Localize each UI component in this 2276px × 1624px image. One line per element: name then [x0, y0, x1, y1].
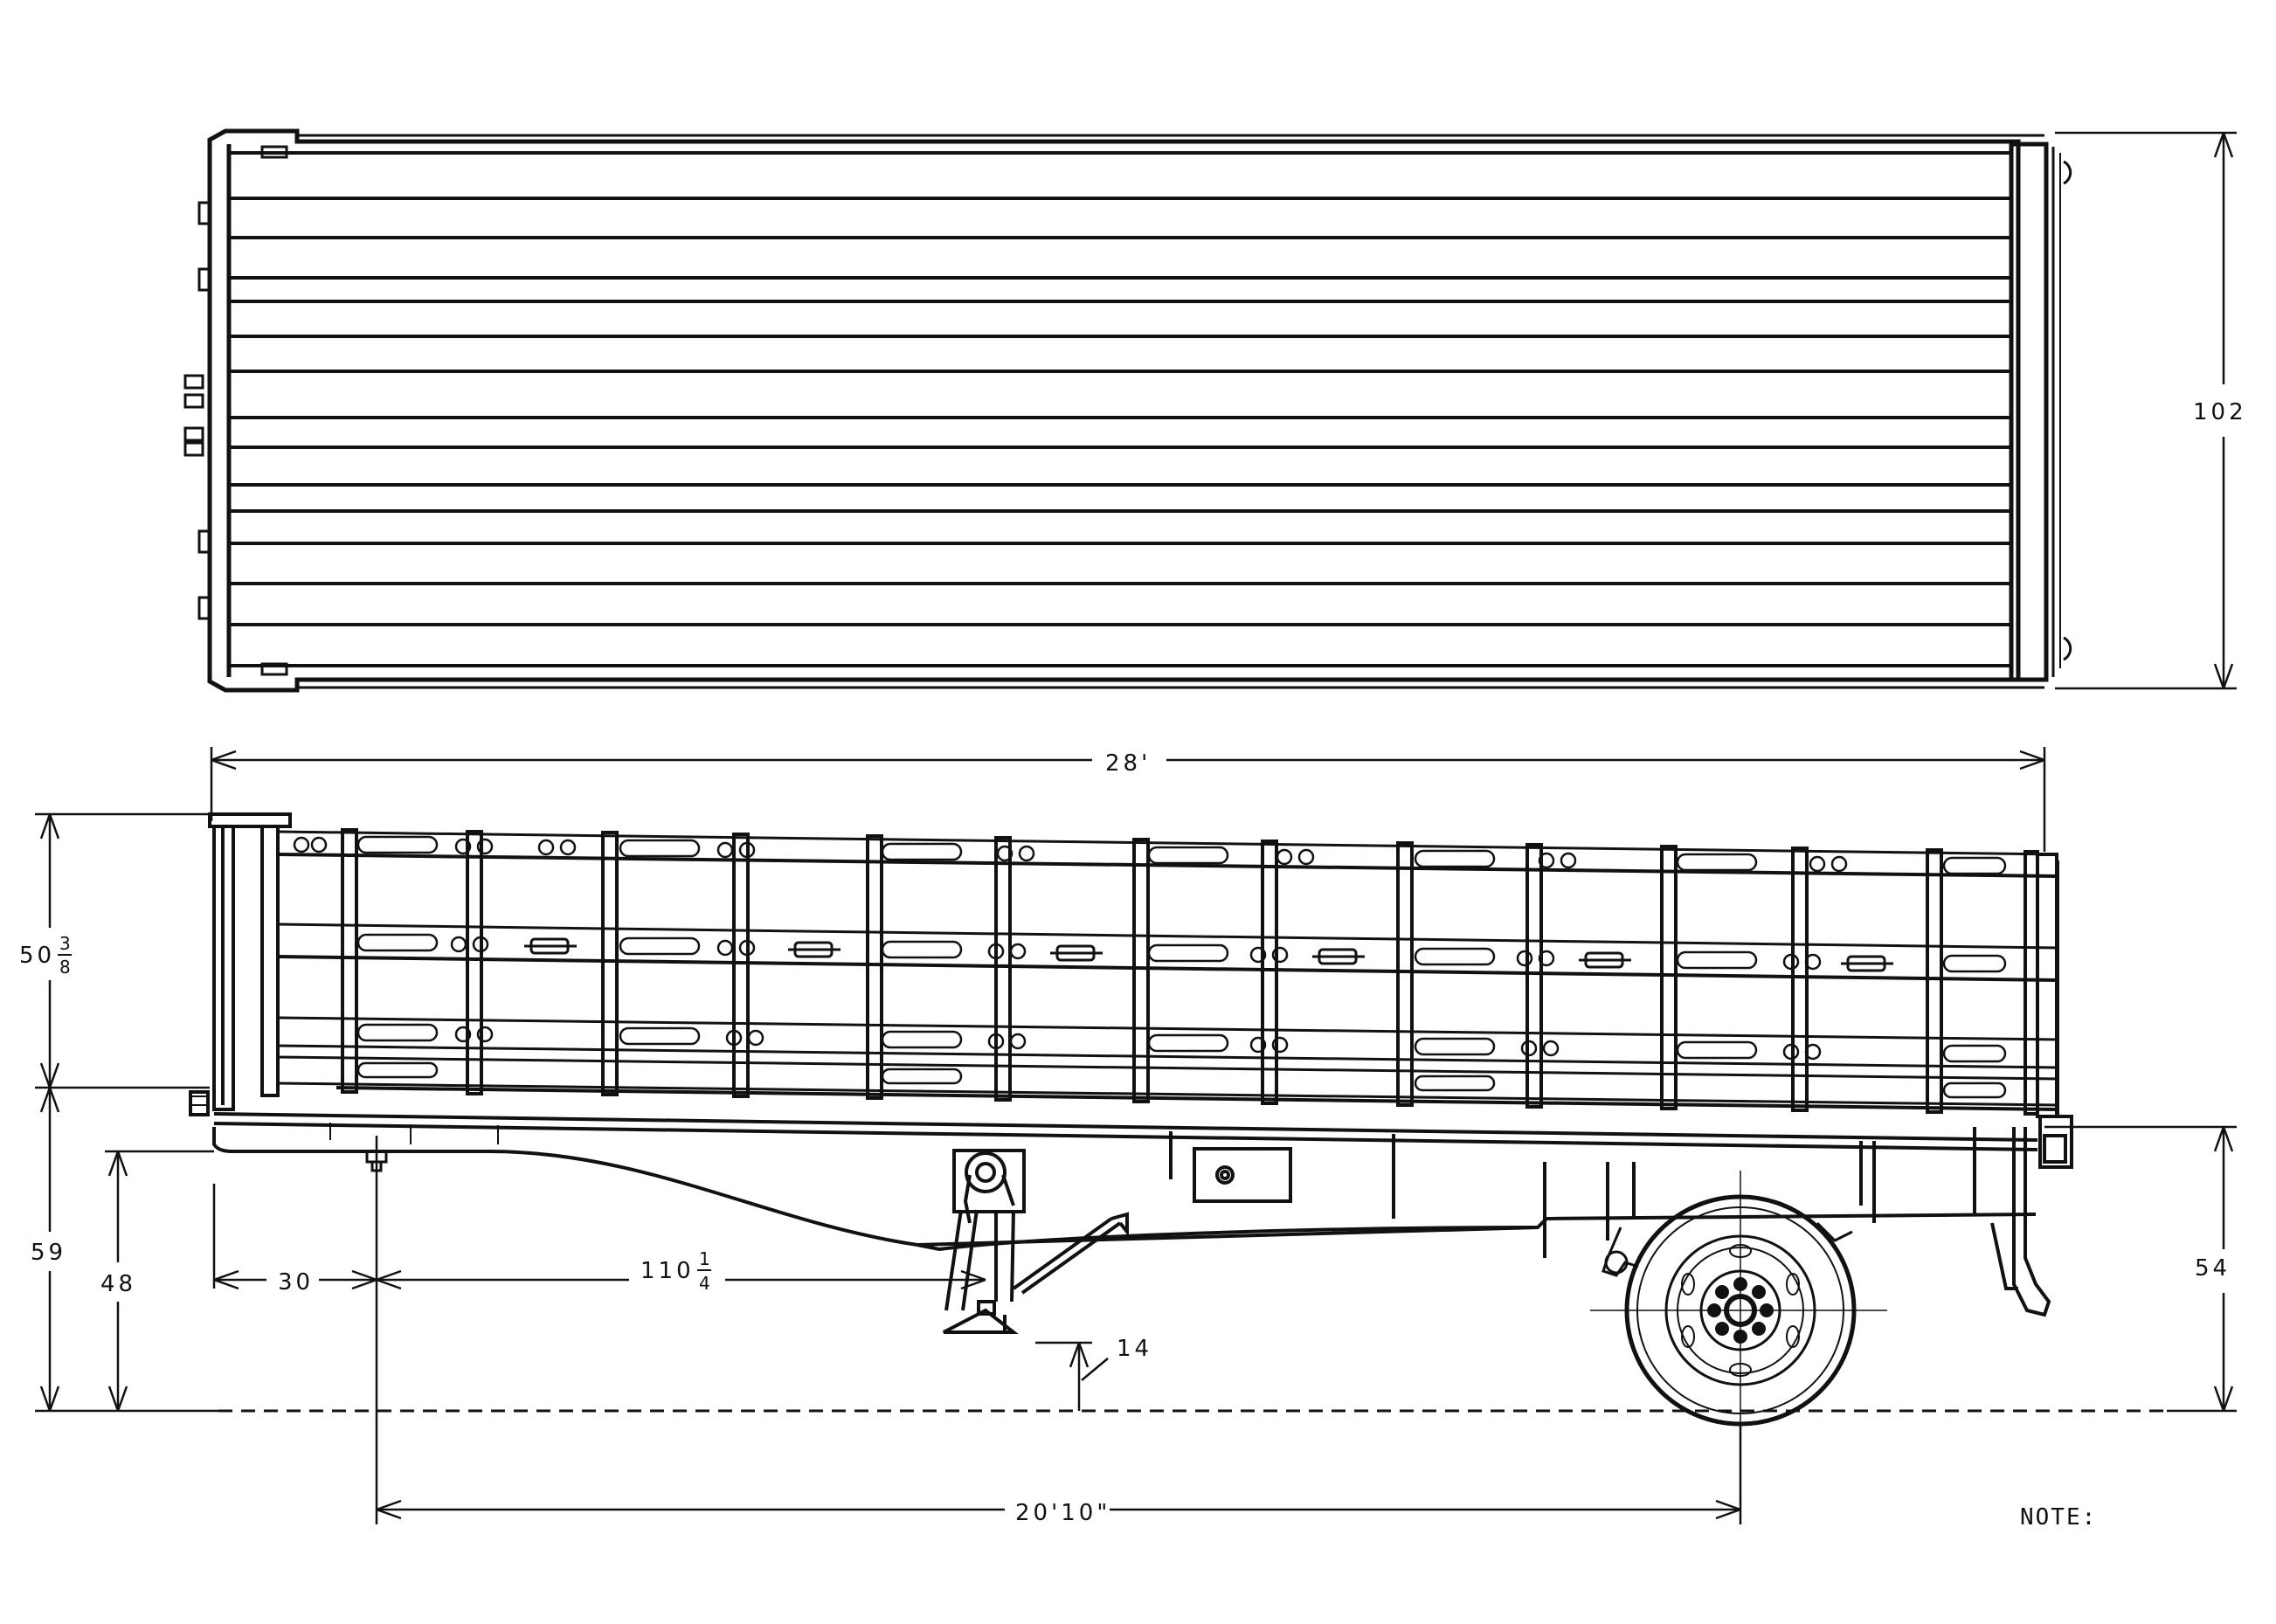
main-frame	[212, 1112, 2038, 1258]
wheel-assembly	[1590, 1171, 1887, 1450]
kingpin-to-axle-label: 20'10"	[1015, 1500, 1110, 1526]
vertical-stakes	[341, 828, 2039, 1116]
landing-gear	[943, 1149, 1129, 1334]
side-dimension-lines	[35, 812, 2237, 1524]
length-label: 28'	[1105, 750, 1151, 777]
front-brackets	[183, 145, 288, 676]
rear-deck-height-label: 54	[2195, 1255, 2231, 1282]
rack-height-fraction-numerator: 3	[59, 933, 71, 954]
front-deck-height-label: 59	[31, 1240, 66, 1266]
rack-height-fraction-denominator: 8	[59, 957, 71, 978]
kingpin-height-label: 48	[100, 1271, 136, 1297]
width-label: 102	[2193, 399, 2247, 425]
rear-end-assembly	[1973, 853, 2073, 1317]
plan-outline	[207, 128, 2072, 693]
length-dimension	[210, 747, 2046, 852]
front-bulkhead	[189, 812, 292, 1116]
stake-latches	[524, 937, 1893, 972]
landing-gear-clearance-label: 14	[1117, 1336, 1152, 1362]
rack-height-label: 50	[19, 943, 55, 969]
kingpin-setback-label: 30	[278, 1269, 314, 1296]
width-dimension	[2055, 131, 2237, 690]
landing-gear-fraction-numerator: 1	[699, 1248, 710, 1269]
plan-view	[183, 128, 2072, 693]
deck-planks	[229, 151, 2011, 667]
note-label: NOTE:	[2020, 1504, 2097, 1531]
landing-gear-distance-label: 110	[640, 1258, 695, 1284]
stake-rack-rails	[277, 830, 2058, 1111]
landing-gear-fraction-denominator: 4	[699, 1273, 710, 1294]
side-elevation	[189, 812, 2167, 1450]
suspension-hanger	[1602, 1221, 1853, 1277]
